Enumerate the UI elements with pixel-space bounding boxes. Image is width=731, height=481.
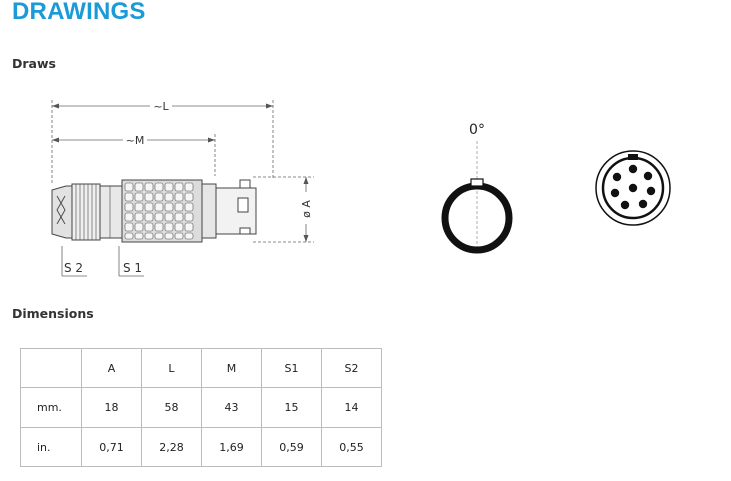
table-header-row: A L M S1 S2 (20, 348, 382, 388)
row-label-in: in. (20, 427, 82, 467)
label-L: ~L (153, 100, 169, 113)
cell-mm-m: 43 (201, 387, 262, 428)
cell-in-l: 2,28 (141, 427, 202, 467)
cell-mm-a: 18 (81, 387, 142, 428)
column-header-l: L (141, 348, 202, 388)
row-label-mm: mm. (20, 387, 82, 428)
cell-in-m: 1,69 (201, 427, 262, 467)
cell-in-a: 0,71 (81, 427, 142, 467)
keying-notch (470, 178, 484, 187)
cell-mm-s2: 14 (321, 387, 382, 428)
table-corner-cell (20, 348, 82, 388)
cell-mm-s1: 15 (261, 387, 322, 428)
table-row: in. 0,71 2,28 1,69 0,59 0,55 (20, 427, 382, 467)
cell-in-s1: 0,59 (261, 427, 322, 467)
draws-heading: Draws (12, 56, 56, 71)
label-S2: S 2 (64, 261, 83, 275)
table-row: mm. 18 58 43 15 14 (20, 387, 382, 428)
dimensions-heading: Dimensions (12, 306, 94, 321)
label-S1: S 1 (123, 261, 142, 275)
cell-in-s2: 0,55 (321, 427, 382, 467)
column-header-s2: S2 (321, 348, 382, 388)
keying-orientation-diagram: 0° (441, 122, 513, 254)
cell-mm-l: 58 (141, 387, 202, 428)
dimensions-table: A L M S1 S2 mm. 18 58 43 15 14 in. 0,71 … (20, 348, 382, 467)
label-A: ø A (300, 200, 313, 218)
column-header-a: A (81, 348, 142, 388)
page-title: DRAWINGS (12, 0, 146, 25)
column-header-m: M (201, 348, 262, 388)
contact-pins (610, 164, 656, 210)
orientation-angle-label: 0° (469, 122, 485, 138)
pin-layout-front-view (595, 150, 671, 226)
label-M: ~M (126, 134, 145, 147)
connector-side-view-drawing: ~L ~M ø A S 2 S 1 (51, 99, 314, 277)
column-header-s1: S1 (261, 348, 322, 388)
